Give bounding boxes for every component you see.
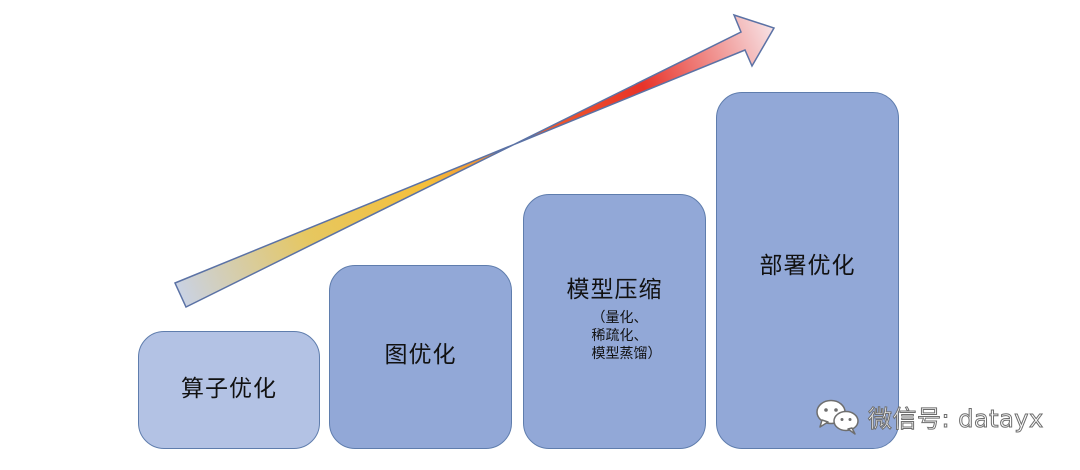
step-label: 模型压缩 <box>566 277 663 303</box>
step-sub-item: 模型蒸馏） <box>591 345 662 362</box>
arrow-shape <box>173 13 776 309</box>
step-model-compression: 模型压缩 （量化、 稀疏化、 模型蒸馏） <box>523 194 706 449</box>
step-label: 算子优化 <box>181 376 277 403</box>
step-label: 部署优化 <box>759 253 856 279</box>
watermark-text: 微信号: datayx <box>868 404 1044 433</box>
step-sub-item: 稀疏化、 <box>591 327 648 344</box>
step-label: 图优化 <box>384 342 457 369</box>
step-graph-optimization: 图优化 <box>329 265 512 449</box>
step-operator-optimization: 算子优化 <box>138 331 320 449</box>
watermark: 微信号: datayx <box>814 396 1044 436</box>
step-sub-item: （量化、 <box>591 309 648 326</box>
step-sub-list: （量化、 稀疏化、 模型蒸馏） <box>592 309 662 364</box>
step-deployment-optimization: 部署优化 <box>716 92 899 449</box>
wechat-icon <box>816 399 859 435</box>
